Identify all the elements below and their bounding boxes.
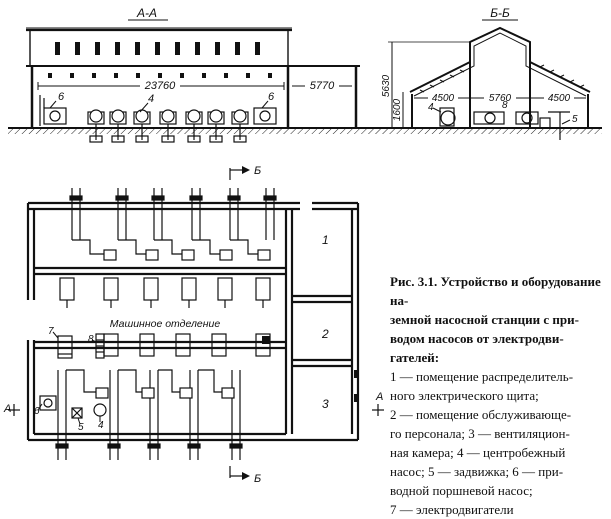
label-plan-4: 4	[98, 420, 104, 431]
caption-line-5: 1 — помещение распределитель-	[390, 369, 574, 384]
caption-line-8: го персонала; 3 — вентиляцион-	[390, 426, 570, 441]
label-plan-7: 7	[48, 326, 54, 337]
marker-b-top: Б	[254, 165, 261, 177]
dim-bb-height-inner: 1600	[392, 98, 403, 121]
caption-line-12: 7 — электродвигатели	[390, 502, 514, 517]
plan-bottom-pumps	[39, 333, 358, 460]
marker-a-left: А	[3, 403, 11, 415]
caption-line-7: 2 — помещение обслуживающе-	[390, 407, 572, 422]
dim-bb-mid: 5760	[489, 93, 512, 104]
aa-windows	[55, 42, 260, 55]
caption-line-1: Рис. 3.1. Устройство и оборудование на-	[390, 274, 601, 308]
plan-top-pumps	[59, 188, 277, 308]
label-aa-6-right: 6	[268, 91, 275, 103]
label-bb-8: 8	[502, 100, 508, 111]
dim-bb-left: 4500	[432, 93, 455, 104]
caption-line-2: земной насосной станции с при-	[390, 312, 579, 327]
plan-view: Б Б А А	[3, 165, 384, 485]
caption-line-3: водом насосов от электродви-	[390, 331, 564, 346]
caption-line-6: ного электрического щита;	[390, 388, 539, 403]
machine-room-label: Машинное отделение	[110, 318, 221, 330]
label-bb-4: 4	[428, 102, 434, 113]
pump-station-drawing: А-А	[3, 6, 602, 485]
caption-line-10: насос; 5 — задвижка; 6 — при-	[390, 464, 564, 479]
dim-bb-right: 4500	[548, 93, 571, 104]
label-bb-5: 5	[572, 114, 578, 125]
aa-equipment	[39, 95, 277, 143]
label-plan-8: 8	[88, 334, 94, 345]
section-bb-title: Б-Б	[490, 6, 510, 20]
figure-caption: Рис. 3.1. Устройство и оборудование на- …	[390, 272, 604, 519]
caption-line-4: гателей:	[390, 350, 440, 365]
room-1-label: 1	[322, 233, 329, 247]
caption-line-11: водной поршневой насос;	[390, 483, 533, 498]
label-aa-4: 4	[148, 93, 154, 105]
section-aa-title: А-А	[136, 6, 157, 20]
room-2-label: 2	[321, 327, 329, 341]
dim-aa-length: 23760	[144, 80, 176, 92]
marker-a-right: А	[375, 391, 383, 403]
label-plan-6: 6	[34, 406, 40, 417]
label-aa-6-left: 6	[58, 91, 65, 103]
label-plan-5: 5	[78, 422, 84, 433]
caption-line-9: ная камера; 4 — центробежный	[390, 445, 566, 460]
section-bb: Б-Б 5630 1600 4500 5760	[378, 6, 602, 140]
dim-aa-annex: 5770	[310, 80, 335, 92]
section-aa: А-А	[8, 6, 378, 143]
marker-b-bottom: Б	[254, 473, 261, 485]
dim-bb-height-total: 5630	[381, 74, 392, 97]
room-3-label: 3	[322, 397, 329, 411]
